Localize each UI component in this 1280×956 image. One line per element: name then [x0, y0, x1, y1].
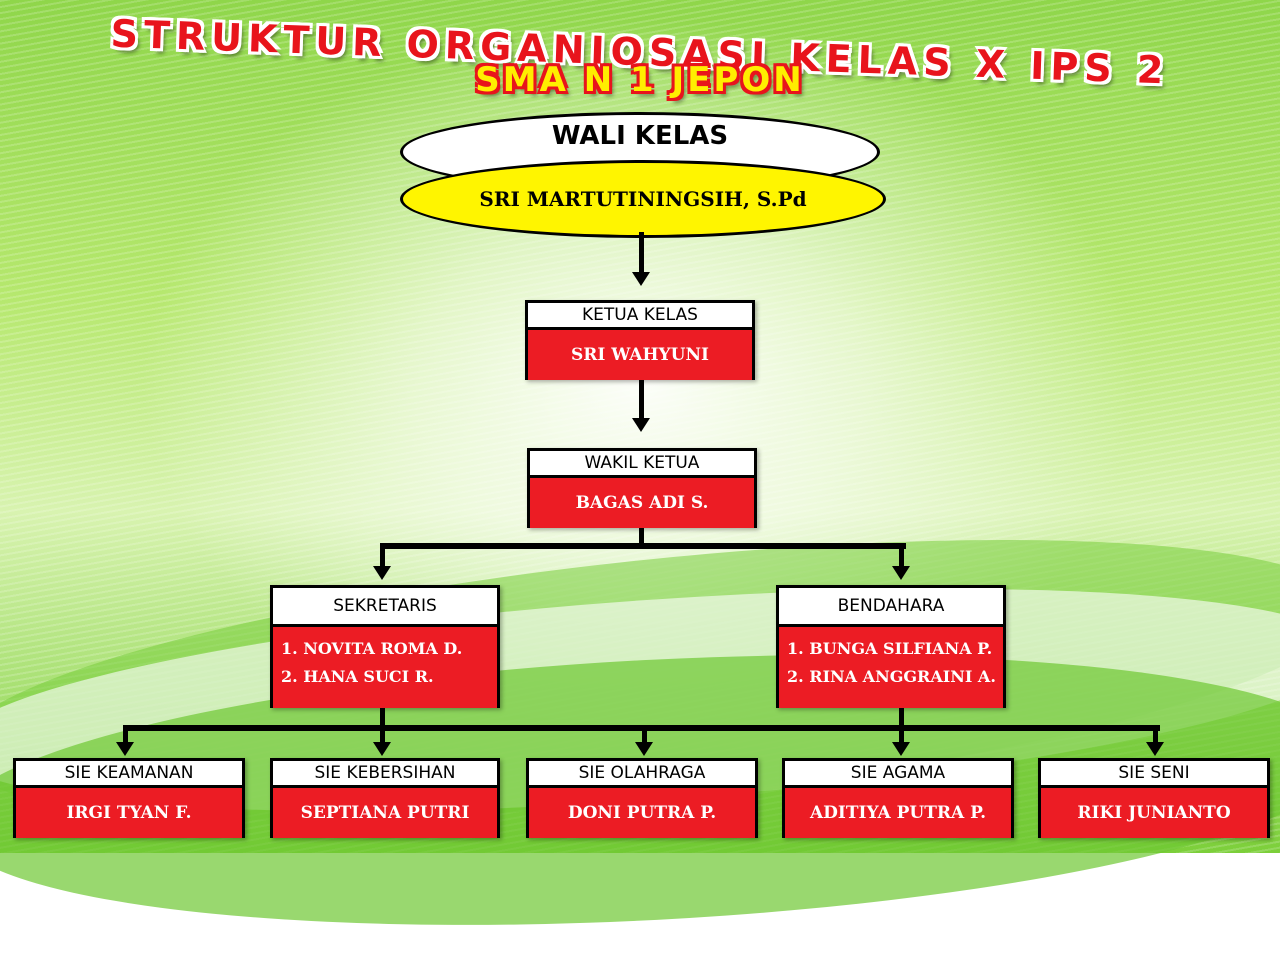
ketua-box: KETUA KELAS SRI WAHYUNI — [525, 300, 755, 380]
sie-agama-box: SIE AGAMA ADITIYA PUTRA P. — [782, 758, 1014, 838]
arrow-down-icon — [632, 272, 650, 286]
arrow-down-icon — [116, 742, 134, 756]
bendahara-member: 1. BUNGA SILFIANA P. — [787, 639, 993, 658]
connector-line — [123, 725, 128, 743]
connector-line — [639, 528, 644, 548]
arrow-down-icon — [1146, 742, 1164, 756]
arrow-down-icon — [892, 742, 910, 756]
sekretaris-box: SEKRETARIS 1. NOVITA ROMA D. 2. HANA SUC… — [270, 585, 500, 708]
sie-seni-box: SIE SENI RIKI JUNIANTO — [1038, 758, 1270, 838]
sie-role: SIE KEAMANAN — [16, 761, 242, 788]
wali-kelas-name: SRI MARTUTININGSIH, S.Pd — [400, 160, 886, 238]
sie-keamanan-box: SIE KEAMANAN IRGI TYAN F. — [13, 758, 245, 838]
connector-line — [899, 543, 904, 567]
sekretaris-role: SEKRETARIS — [273, 588, 497, 627]
connector-line — [1153, 725, 1158, 743]
bendahara-role: BENDAHARA — [779, 588, 1003, 627]
arrow-down-icon — [892, 566, 910, 580]
sie-name: ADITIYA PUTRA P. — [785, 788, 1011, 838]
arrow-down-icon — [632, 418, 650, 432]
sie-name: SEPTIANA PUTRI — [273, 788, 497, 838]
sie-kebersihan-box: SIE KEBERSIHAN SEPTIANA PUTRI — [270, 758, 500, 838]
connector-line — [642, 725, 647, 743]
connector-line — [899, 708, 904, 730]
connector-line — [639, 380, 644, 420]
sie-olahraga-box: SIE OLAHRAGA DONI PUTRA P. — [526, 758, 758, 838]
sie-name: RIKI JUNIANTO — [1041, 788, 1267, 838]
connector-line — [380, 543, 385, 567]
ketua-name: SRI WAHYUNI — [528, 330, 752, 380]
sekretaris-member: 2. HANA SUCI R. — [281, 667, 434, 686]
sie-name: IRGI TYAN F. — [16, 788, 242, 838]
sie-role: SIE SENI — [1041, 761, 1267, 788]
connector-line — [380, 543, 906, 549]
sekretaris-members: 1. NOVITA ROMA D. 2. HANA SUCI R. — [273, 627, 497, 708]
ketua-role: KETUA KELAS — [528, 303, 752, 330]
connector-line — [380, 708, 385, 730]
connector-line — [899, 725, 904, 743]
bendahara-members: 1. BUNGA SILFIANA P. 2. RINA ANGGRAINI A… — [779, 627, 1003, 708]
school-name: SMA N 1 JEPON — [475, 60, 805, 100]
bendahara-member: 2. RINA ANGGRAINI A. — [787, 667, 996, 686]
arrow-down-icon — [373, 566, 391, 580]
sie-role: SIE AGAMA — [785, 761, 1011, 788]
connector-line — [639, 232, 644, 274]
wakil-name: BAGAS ADI S. — [530, 478, 754, 528]
connector-line — [123, 725, 1160, 731]
arrow-down-icon — [373, 742, 391, 756]
bendahara-box: BENDAHARA 1. BUNGA SILFIANA P. 2. RINA A… — [776, 585, 1006, 708]
sie-role: SIE OLAHRAGA — [529, 761, 755, 788]
wakil-role: WAKIL KETUA — [530, 451, 754, 478]
sie-role: SIE KEBERSIHAN — [273, 761, 497, 788]
arrow-down-icon — [635, 742, 653, 756]
wakil-box: WAKIL KETUA BAGAS ADI S. — [527, 448, 757, 528]
sie-name: DONI PUTRA P. — [529, 788, 755, 838]
connector-line — [380, 725, 385, 743]
sekretaris-member: 1. NOVITA ROMA D. — [281, 639, 463, 658]
